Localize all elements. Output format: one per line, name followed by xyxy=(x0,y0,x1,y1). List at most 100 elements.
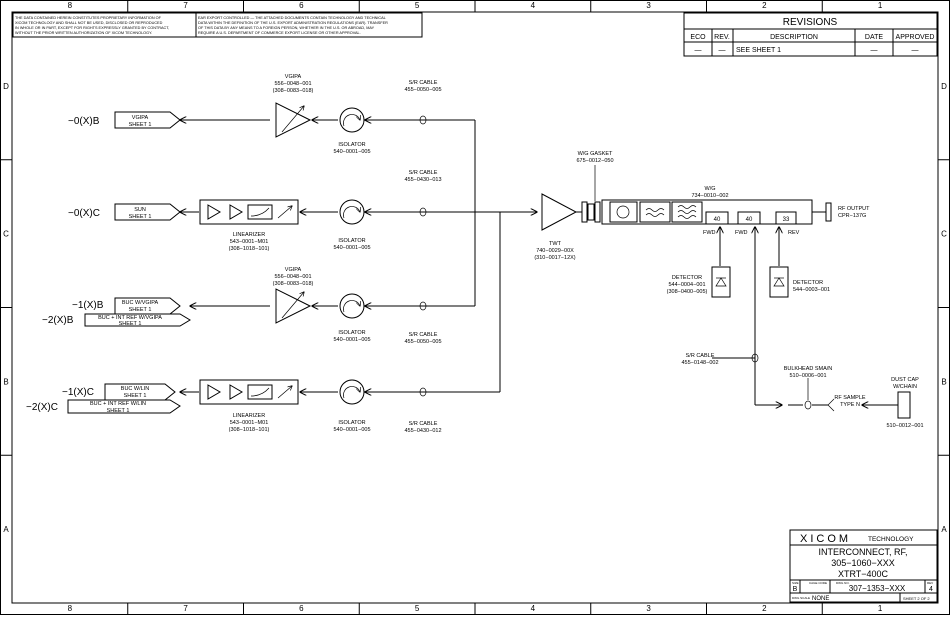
drawing-title: XTRT−400C xyxy=(838,569,889,579)
component-label: 734−0010−002 xyxy=(691,193,728,199)
signal-label: −1(X)C xyxy=(62,387,94,398)
signal-label: −0(X)C xyxy=(68,208,100,219)
component-label: S/R CABLE xyxy=(686,353,715,359)
component-label: 556−0048−001 xyxy=(274,274,311,280)
chain-1: −0(X)B VGIPA SHEET 1 VGIPA 556−0048−001 … xyxy=(68,74,475,155)
component-label: 540−0001−005 xyxy=(333,427,370,433)
notice-line: EAR EXPORT CONTROLLED — THE ATTACHED DOC… xyxy=(198,16,386,20)
component-label: 540−0001−005 xyxy=(333,149,370,155)
row-label: B xyxy=(3,377,8,386)
component-label: VGIPA xyxy=(285,74,302,80)
column-label: 8 xyxy=(68,604,73,613)
rev-header-date: DATE xyxy=(865,34,883,41)
chain-3: −1(X)B −2(X)B BUC W/VGIPA SHEET 1 BUC + … xyxy=(42,267,475,345)
coupler-value: 40 xyxy=(746,217,753,223)
coupler-label: FWD xyxy=(735,230,748,236)
component-label: 556−0048−001 xyxy=(274,81,311,87)
coupler-label: FWD xyxy=(703,230,716,236)
component-label: (308−0083−018) xyxy=(273,281,314,287)
field-label: DWG SCALE xyxy=(792,596,810,600)
linearizer-icon xyxy=(199,199,299,225)
chain-2: −0(X)C SUN SHEET 1 LINEARIZER 543−0001−M… xyxy=(68,170,475,252)
rf-sample-path: S/R CABLE 455−0148−002 BULKHEAD SMA/N 51… xyxy=(681,353,923,429)
waveguide-gasket: W/G GASKET 675−0012−050 xyxy=(576,151,614,223)
cable-connector-icon xyxy=(419,115,427,125)
column-label: 5 xyxy=(415,1,420,10)
component-label: DUST CAP xyxy=(891,377,919,383)
rev-cell: — xyxy=(695,47,702,54)
field-label: REV xyxy=(927,581,933,585)
rev-header-description: DESCRIPTION xyxy=(770,34,818,41)
column-label: 2 xyxy=(762,604,767,613)
row-label: D xyxy=(3,82,9,91)
signal-flag-text: SHEET 1 xyxy=(124,393,147,399)
component-label: S/R CABLE xyxy=(409,332,438,338)
column-label: 8 xyxy=(68,1,73,10)
component-label: 540−0001−005 xyxy=(333,337,370,343)
component-label: ISOLATOR xyxy=(338,142,365,148)
column-label: 2 xyxy=(762,1,767,10)
cable-connector-icon xyxy=(419,301,427,311)
signal-flag xyxy=(114,111,181,129)
component-label: (308−0083−018) xyxy=(273,88,314,94)
signal-flag-text: VGIPA xyxy=(132,115,149,121)
component-label: 510−0012−001 xyxy=(886,423,923,429)
row-label: A xyxy=(941,525,947,534)
signal-flag-text: SUN xyxy=(134,207,146,213)
isolator-icon xyxy=(339,379,365,405)
input-bus xyxy=(474,120,537,392)
vgipa-amplifier-icon xyxy=(275,102,312,138)
field-label: CAGE CODE xyxy=(809,581,827,585)
signal-flag xyxy=(84,313,191,327)
component-label: W/G GASKET xyxy=(578,151,613,157)
signal-flag xyxy=(104,383,176,401)
linearizer-icon xyxy=(199,379,299,405)
drawing-scale: NONE xyxy=(812,596,829,602)
column-label: 5 xyxy=(415,604,420,613)
company-logo: XICOM xyxy=(800,533,851,545)
export-notice: EAR EXPORT CONTROLLED — THE ATTACHED DOC… xyxy=(195,12,423,38)
signal-label: −2(X)B xyxy=(42,315,74,326)
component-label: VGIPA xyxy=(285,267,302,273)
component-label: 455−0050−005 xyxy=(404,339,441,345)
column-label: 1 xyxy=(878,604,883,613)
notice-line: OF THIS DATA BY ANY MEANS TO A FOREIGN P… xyxy=(198,26,375,30)
component-label: W/G xyxy=(705,186,716,192)
component-label: (308−1018−101) xyxy=(229,246,270,252)
row-label: A xyxy=(3,525,9,534)
drawing-size: B xyxy=(793,586,798,593)
signal-flag-text: SHEET 1 xyxy=(129,122,152,128)
rev-cell: — xyxy=(871,47,878,54)
component-label: 740−0029−00X xyxy=(536,248,574,254)
signal-flag-text: SHEET 1 xyxy=(107,408,130,414)
coupler-label: REV xyxy=(788,230,800,236)
component-label: W/CHAIN xyxy=(893,384,917,390)
component-label: CPR−137G xyxy=(838,213,866,219)
vgipa-amplifier-icon xyxy=(275,288,312,324)
signal-flag-text: BUC + INT REF W/LIN xyxy=(90,401,146,407)
component-label: 543−0001−M01 xyxy=(230,420,269,426)
revisions-table: REVISIONS ECO REV. DESCRIPTION DATE APPR… xyxy=(683,12,938,57)
component-label: ISOLATOR xyxy=(338,420,365,426)
component-label: S/R CABLE xyxy=(409,421,438,427)
notice-line: IN WHOLE OR IN PART, EXCEPT FOR RIGHTS E… xyxy=(15,26,169,30)
cable-connector-icon xyxy=(419,207,427,217)
component-label: LINEARIZER xyxy=(233,413,265,419)
component-label: 675−0012−050 xyxy=(576,158,613,164)
twt-amplifier: TWT 740−0029−00X (310−0017−12X) xyxy=(534,193,582,261)
row-label: B xyxy=(941,377,946,386)
component-label: 540−0001−005 xyxy=(333,245,370,251)
column-label: 7 xyxy=(183,1,188,10)
component-label: RF OUTPUT xyxy=(838,206,870,212)
cable-connector-icon xyxy=(419,387,427,397)
coupler-ports: FWD FWD REV xyxy=(703,227,800,405)
component-label: S/R CABLE xyxy=(409,170,438,176)
waveguide-assembly: 40 40 33 W/G 734−0010−002 RF OUTPUT CPR−… xyxy=(601,186,870,225)
drawing-title: 305−1060−XXX xyxy=(831,558,895,568)
rev-header-approved: APPROVED xyxy=(896,34,935,41)
rev-cell: SEE SHEET 1 xyxy=(736,47,781,54)
signal-label: −1(X)B xyxy=(72,300,104,311)
